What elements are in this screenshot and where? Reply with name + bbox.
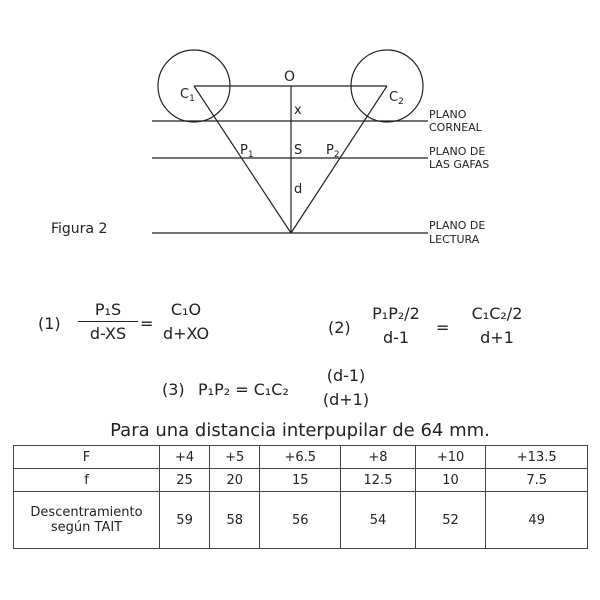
table-title: Para una distancia interpupilar de 64 mm… [110,420,490,441]
table-cell: 25 [158,468,211,492]
equation-1-right-denominator: d+XO [162,324,210,343]
table-cell: +5 [209,445,261,469]
row-header-descentramiento: Descentramiento según TAIT [13,491,160,549]
table-cell: 59 [158,491,211,549]
equation-2-equals: = [436,318,450,337]
plane-gafas-label-2: LAS GAFAS [429,158,489,171]
equation-1-number: (1) [38,314,61,333]
equation-3-denominator: (d+1) [322,390,370,409]
equation-2-right-numerator: C₁C₂/2 [471,304,523,323]
table-cell: 52 [414,491,487,549]
equation-1-equals: = [140,314,154,333]
label-c2: C2 [389,90,404,107]
row-header-f-upper: F [13,445,160,469]
equation-2-number: (2) [328,318,351,337]
equation-2-left-numerator: P₁P₂/2 [372,304,420,323]
label-d: d [294,182,302,197]
row-header-line-1: Descentramiento [30,505,143,520]
plane-corneal-label-1: PLANO [429,108,467,121]
right-ray-line [290,85,388,234]
equation-3-fraction: (d-1) (d+1) [318,366,374,409]
table-cell: +13.5 [485,445,588,469]
label-p1: P1 [240,143,254,160]
table-cell: +10 [414,445,487,469]
plane-lectura-label-1: PLANO DE [429,219,485,232]
label-p2: P2 [326,143,340,160]
table-cell: 15 [259,468,342,492]
table-row: F +4 +5 +6.5 +8 +10 +13.5 [13,445,588,469]
table-cell: 20 [209,468,261,492]
decentration-table: F +4 +5 +6.5 +8 +10 +13.5 f 25 20 15 12.… [13,445,588,549]
equation-1-right-numerator: C₁O [170,300,202,319]
plane-gafas-label-1: PLANO DE [429,145,485,158]
table-cell: 7.5 [485,468,588,492]
equation-3-lhs: P₁P₂ = C₁C₂ [198,380,289,399]
table-cell: 49 [485,491,588,549]
figure-label: Figura 2 [51,221,107,237]
row-header-f-lower: f [13,468,160,492]
table-cell: +6.5 [259,445,342,469]
table-row: Descentramiento según TAIT 59 58 56 54 5… [13,491,588,549]
equation-2-right-denominator: d+1 [480,328,514,347]
equation-2-left-fraction: P₁P₂/2 d-1 [362,304,430,347]
table-cell: +8 [340,445,416,469]
row-header-line-2: según TAIT [50,520,123,535]
table-cell: 56 [259,491,342,549]
table-cell: +4 [158,445,211,469]
label-c1: C1 [180,87,195,104]
equation-1-left-denominator: d-XS [89,324,127,343]
plane-corneal-label-2: CORNEAL [429,121,483,134]
table-row: f 25 20 15 12.5 10 7.5 [13,468,588,492]
table-cell: 54 [340,491,416,549]
label-s: S [294,143,302,158]
equation-3-numerator: (d-1) [326,366,366,385]
equation-2-right-fraction: C₁C₂/2 d+1 [462,304,532,347]
label-o: O [284,69,295,85]
equation-1-left-numerator: P₁S [94,300,122,319]
table-cell: 58 [209,491,261,549]
table-cell: 10 [414,468,487,492]
equation-2-left-denominator: d-1 [382,328,410,347]
label-x: x [294,103,302,118]
optics-diagram: O C1 C2 x S P1 P2 d PLANO CORNEAL PLANO … [51,49,489,246]
left-ray-line [193,85,292,234]
table-cell: 12.5 [340,468,416,492]
equation-3-number: (3) [162,380,185,399]
plane-lectura-label-2: LECTURA [429,233,480,246]
equation-1-right-fraction: C₁O d+XO [157,300,215,343]
equation-1-left-fraction: P₁S d-XS [78,300,138,343]
